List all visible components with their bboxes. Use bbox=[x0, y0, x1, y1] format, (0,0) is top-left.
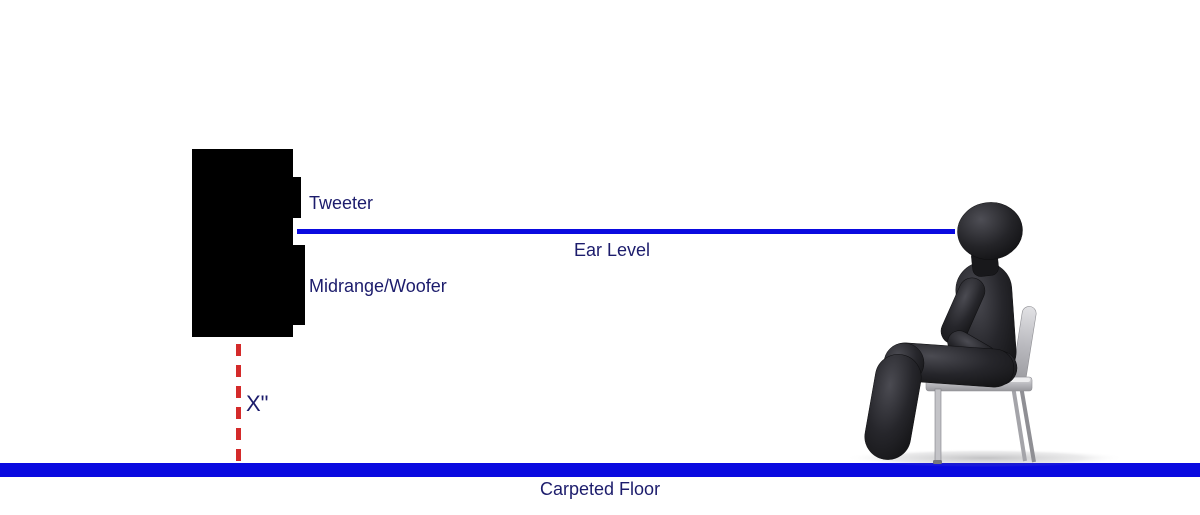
thigh bbox=[885, 342, 1015, 388]
chair-rear-leg bbox=[1011, 385, 1027, 462]
chair-seat-highlight bbox=[928, 378, 1030, 382]
ear-level-line bbox=[297, 229, 955, 234]
ear-level-label: Ear Level bbox=[574, 240, 651, 260]
forearm bbox=[947, 330, 997, 369]
neck bbox=[971, 247, 999, 277]
carpeted-floor-line bbox=[0, 463, 1200, 477]
chair-rear-leg bbox=[1019, 385, 1036, 463]
tweeter-driver bbox=[292, 177, 301, 218]
lower-leg bbox=[864, 354, 922, 460]
upper-arm bbox=[940, 277, 986, 345]
height-x-label: X" bbox=[246, 391, 269, 416]
chair bbox=[925, 306, 1037, 464]
speaker-cabinet bbox=[192, 149, 293, 337]
speaker-height-dashed-line bbox=[236, 344, 241, 461]
hip-joint bbox=[982, 350, 1018, 386]
tweeter-label: Tweeter bbox=[309, 193, 374, 213]
chair-backrest bbox=[1011, 306, 1037, 386]
head bbox=[957, 202, 1023, 260]
chair-seat bbox=[925, 376, 1033, 392]
midrange-woofer-driver bbox=[292, 245, 305, 325]
torso bbox=[955, 261, 1017, 381]
carpeted-floor-label: Carpeted Floor bbox=[540, 479, 661, 499]
knee-joint bbox=[883, 342, 925, 384]
midrange-woofer-label: Midrange/Woofer bbox=[309, 276, 447, 296]
listener-body bbox=[864, 202, 1023, 460]
chair-front-leg bbox=[934, 388, 942, 464]
